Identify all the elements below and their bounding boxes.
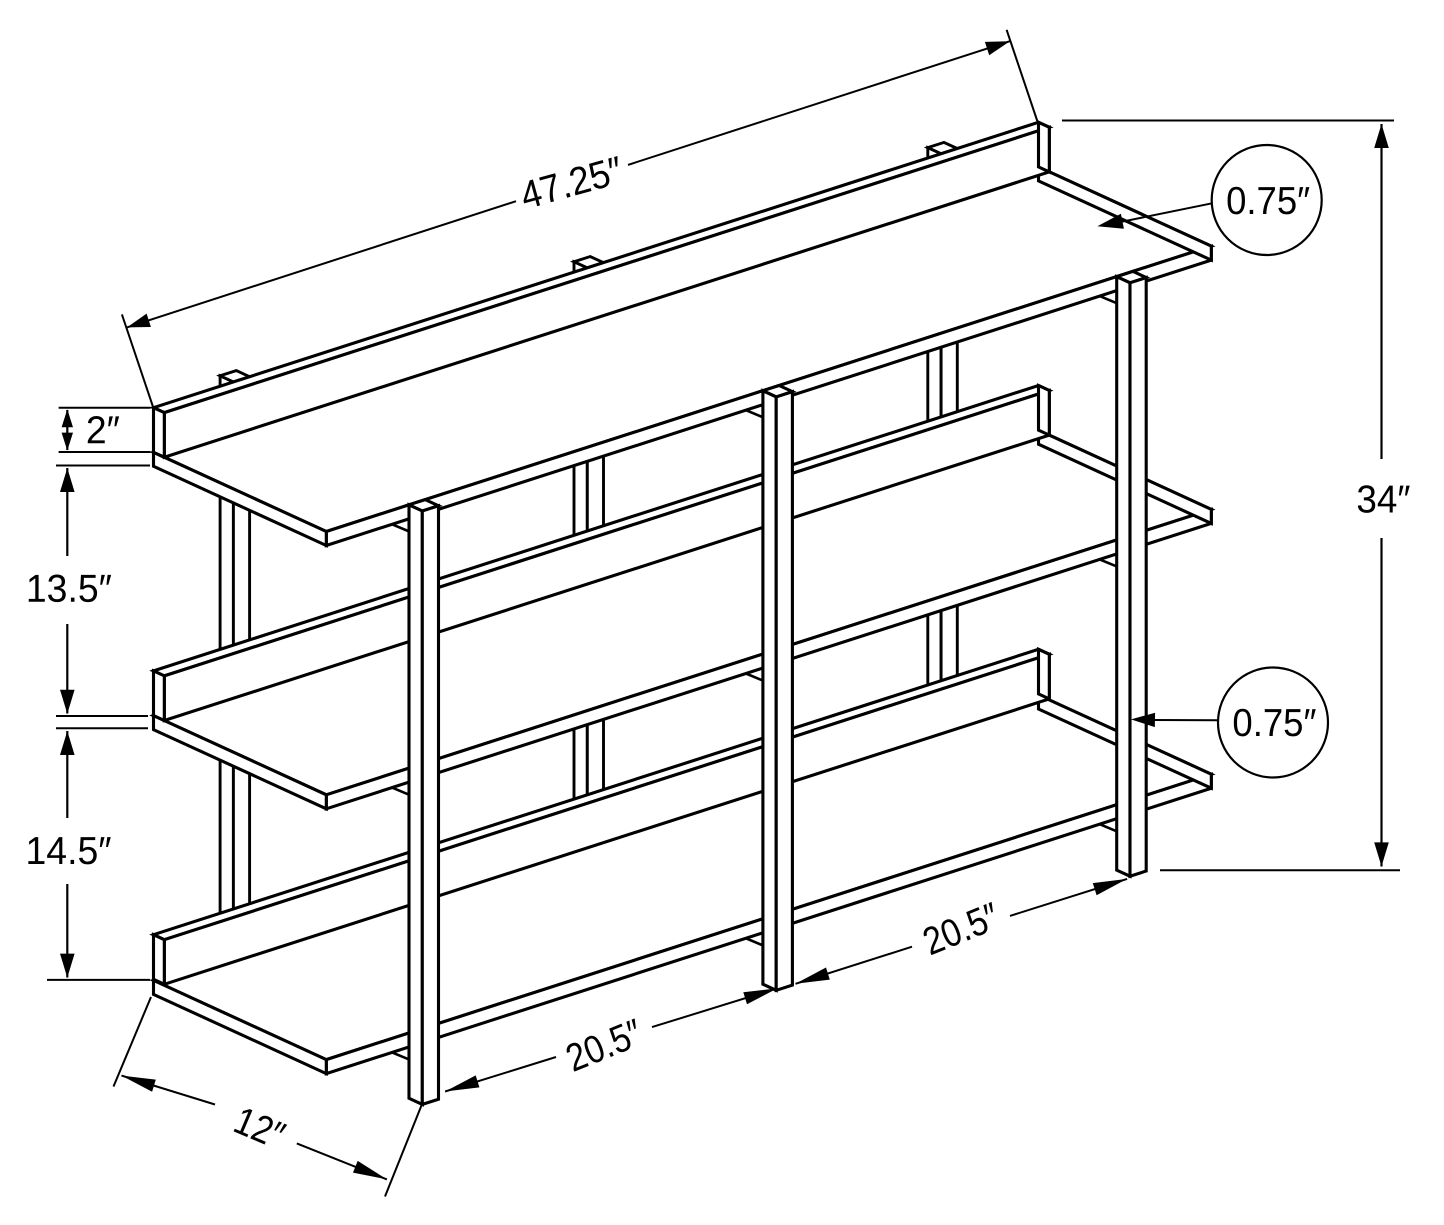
svg-text:34″: 34″ bbox=[1356, 478, 1410, 521]
svg-text:14.5″: 14.5″ bbox=[25, 830, 111, 873]
svg-text:0.75″: 0.75″ bbox=[1226, 180, 1310, 223]
svg-text:2″: 2″ bbox=[86, 409, 120, 452]
svg-text:0.75″: 0.75″ bbox=[1232, 702, 1316, 745]
svg-text:13.5″: 13.5″ bbox=[26, 568, 112, 611]
